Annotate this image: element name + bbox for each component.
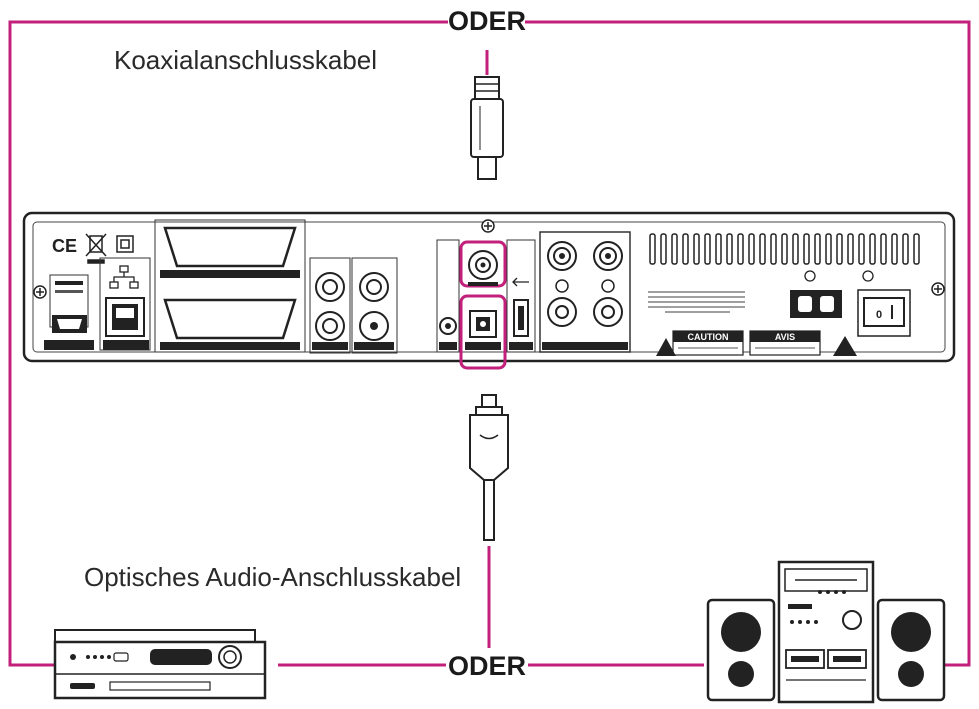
oder-bottom-label: ODER [448, 651, 526, 681]
optical-cable-label: Optisches Audio-Anschlusskabel [84, 562, 461, 592]
dc-port [436, 239, 460, 353]
svg-text:0: 0 [876, 309, 882, 321]
weee-bin-icon [85, 233, 107, 264]
rca-audio-block [309, 257, 398, 354]
caution-text: CAUTION [688, 332, 729, 342]
scart-connectors [154, 219, 306, 353]
optical-plug-icon [469, 394, 509, 541]
coax-cable-label: Koaxialanschlusskabel [114, 45, 377, 75]
antenna-block [539, 231, 631, 353]
double-square-icon [116, 235, 134, 253]
avis-label: AVIS [749, 330, 821, 356]
oder-top-label: ODER [448, 6, 526, 36]
screw-icon [33, 285, 47, 299]
lan-port [99, 257, 151, 351]
hifi-system-device [706, 560, 946, 704]
avis-text: AVIS [775, 332, 795, 342]
screw-icon [931, 282, 945, 296]
coax-digital-out [459, 240, 507, 288]
ce-mark-icon: CE [52, 236, 77, 256]
screw-icon [481, 219, 495, 233]
receiver-back-panel: CE [22, 211, 956, 370]
warning-triangle-icon [656, 336, 857, 356]
av-receiver-device [53, 629, 267, 700]
caution-label: CAUTION [672, 330, 744, 356]
coax-plug-icon [470, 76, 504, 180]
power-switch: 0 [857, 289, 911, 337]
hdmi-port [44, 274, 94, 350]
optical-digital-out [459, 294, 507, 370]
usb-port [506, 239, 536, 353]
network-icon [109, 265, 139, 289]
fine-print-block [648, 291, 745, 313]
vent-slots [649, 233, 920, 265]
power-socket [790, 270, 874, 318]
